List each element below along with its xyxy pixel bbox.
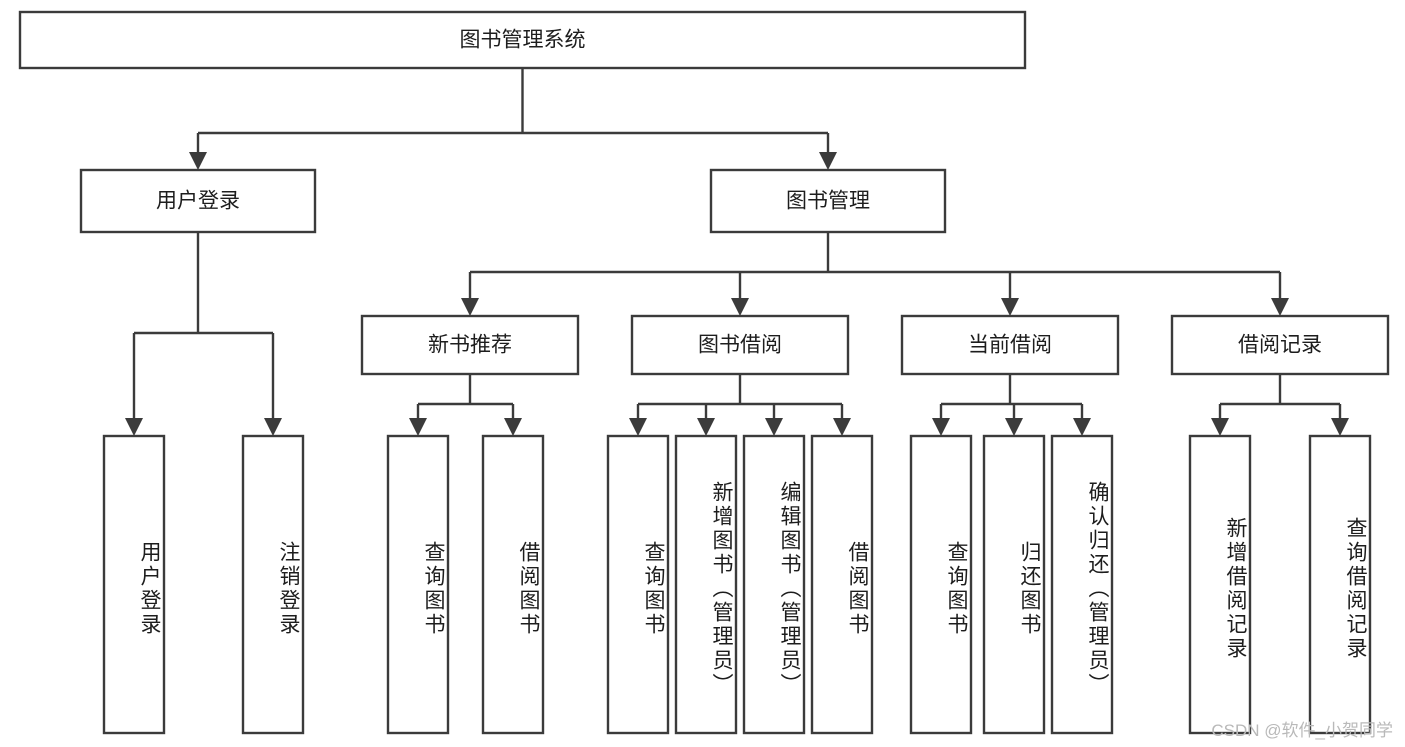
node-leaf-box-6[interactable]: [742, 434, 806, 735]
arrow-leaf-0-1: [264, 418, 282, 436]
node-level3-box-3[interactable]: [1170, 314, 1390, 376]
node-leaf-box-12[interactable]: [1308, 434, 1372, 735]
arrow-leaf-0-0: [125, 418, 143, 436]
node-level3-box-1[interactable]: [630, 314, 850, 376]
node-level3-label-0: 新书推荐: [428, 334, 512, 357]
arrow-leaf-2-1: [697, 418, 715, 436]
node-level3-label-1: 图书借阅: [698, 334, 782, 357]
node-root-box[interactable]: [18, 10, 1027, 70]
node-level2-box-1[interactable]: [709, 168, 947, 234]
arrow-leaf-2-3: [833, 418, 851, 436]
node-leaf-box-8[interactable]: [909, 434, 973, 735]
connectors-layer: [125, 68, 1349, 436]
arrow-level3-3: [1271, 298, 1289, 316]
node-level3-box-0[interactable]: [360, 314, 580, 376]
node-level3-label-2: 当前借阅: [968, 334, 1052, 357]
node-level2-box-0[interactable]: [79, 168, 317, 234]
node-level2-label-0: 用户登录: [156, 190, 240, 213]
arrow-leaf-3-0: [932, 418, 950, 436]
arrow-leaf-2-0: [629, 418, 647, 436]
node-leaf-box-11[interactable]: [1188, 434, 1252, 735]
arrow-leaf-1-0: [409, 418, 427, 436]
node-leaf-box-5[interactable]: [674, 434, 738, 735]
csdn-watermark: CSDN @软件_小贺同学: [1211, 721, 1393, 740]
node-leaf-box-10[interactable]: [1050, 434, 1114, 735]
node-level3-label-3: 借阅记录: [1238, 334, 1322, 357]
node-leaf-box-7[interactable]: [810, 434, 874, 735]
arrow-leaf-4-0: [1211, 418, 1229, 436]
arrow-leaf-1-1: [504, 418, 522, 436]
node-level2-label-1: 图书管理: [786, 190, 870, 213]
arrow-leaf-3-2: [1073, 418, 1091, 436]
node-leaf-box-0[interactable]: [102, 434, 166, 735]
arrow-level3-1: [731, 298, 749, 316]
arrow-leaf-3-1: [1005, 418, 1023, 436]
arrow-leaf-2-2: [765, 418, 783, 436]
node-root-label: 图书管理系统: [460, 29, 586, 52]
node-leaf-box-3[interactable]: [481, 434, 545, 735]
node-leaf-box-2[interactable]: [386, 434, 450, 735]
arrow-level2-1: [819, 152, 837, 170]
node-leaf-box-9[interactable]: [982, 434, 1046, 735]
boxes-layer: [18, 10, 1390, 735]
node-level3-box-2[interactable]: [900, 314, 1120, 376]
node-leaf-box-4[interactable]: [606, 434, 670, 735]
node-leaf-box-1[interactable]: [241, 434, 305, 735]
arrow-level3-0: [461, 298, 479, 316]
arrow-level2-0: [189, 152, 207, 170]
arrow-leaf-4-1: [1331, 418, 1349, 436]
arrow-level3-2: [1001, 298, 1019, 316]
